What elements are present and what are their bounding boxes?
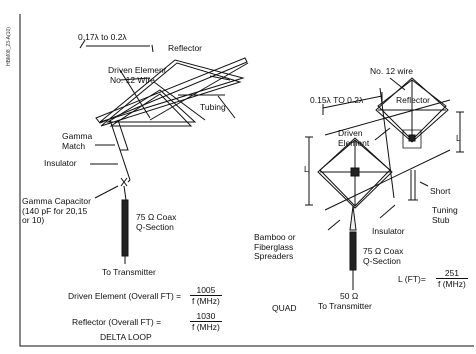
quad-wire-label: No. 12 wire <box>370 66 413 76</box>
quad-caption: QUAD <box>272 303 297 313</box>
delta-insulator-label: Insulator <box>44 158 77 168</box>
driven-denominator: f (MHz) <box>192 296 220 306</box>
delta-formula-reflector-label: Reflector (Overall FT) = <box>72 317 162 327</box>
figure-code: HBM08_23-A(10) <box>6 27 12 66</box>
quad-stub-line-1: Tuning <box>432 205 458 215</box>
quad-formula-fraction: 251 f (MHz) <box>436 268 468 289</box>
quad-L-right-label: L <box>456 133 461 143</box>
bamboo-line-3: Spreaders <box>254 251 294 261</box>
reflector-numerator: 1030 <box>190 311 222 322</box>
delta-formula-driven-label: Driven Element (Overall FT) = <box>68 291 182 301</box>
quad-driven-frame <box>317 137 393 209</box>
quad-denominator: f (MHz) <box>438 279 466 289</box>
delta-coax-line-2: Q-Section <box>136 221 174 232</box>
gamma-match-line-2: Match <box>62 140 86 151</box>
gamma-cap-line-2: (140 pF for 20,15 <box>22 205 88 216</box>
gamma-match-line-1: Gamma <box>62 131 93 141</box>
reflector-denominator: f (MHz) <box>192 322 220 332</box>
delta-to-transmitter-label: To Transmitter <box>102 267 156 277</box>
bamboo-line-1: Bamboo or <box>254 232 296 242</box>
delta-coax-label: 75 Ω Coax Q-Section <box>136 212 177 232</box>
quad-driven-label: Driven Element <box>338 128 370 148</box>
quad-reflector-frame <box>375 77 449 149</box>
delta-reflector-label: Reflector <box>168 43 203 53</box>
delta-gamma-capacitor-label: Gamma Capacitor (140 pF for 20,15 or 10) <box>22 196 91 226</box>
quad-numerator: 251 <box>436 268 468 279</box>
delta-formula-reflector-fraction: 1030 f (MHz) <box>190 311 222 332</box>
delta-spacing-label: 0.17λ to 0.2λ <box>78 32 127 42</box>
delta-driven-loop <box>106 89 197 127</box>
delta-mast <box>109 119 131 183</box>
quad-reflector-label: Reflector <box>396 95 431 105</box>
quad-insulator-label: Insulator <box>372 226 405 236</box>
gamma-cap-line-3: or 10) <box>22 215 45 225</box>
quad-spacing-label: 0.15λ TO 0.2λ <box>310 95 364 105</box>
quad-coax-line-1: 75 Ω Coax <box>363 246 404 256</box>
quad-driven-line-1: Driven <box>338 128 363 138</box>
quad-short-label: Short <box>430 186 451 196</box>
quad-bamboo-label: Bamboo or Fiberglass Spreaders <box>254 232 296 262</box>
delta-driven-label: Driven Element <box>108 65 167 75</box>
quad-stub-label: Tuning Stub <box>432 205 458 225</box>
gamma-cap-line-1: Gamma Capacitor <box>22 196 91 206</box>
quad-to-transmitter-label: To Transmitter <box>318 301 372 311</box>
quad-L-left-label: L <box>304 164 309 174</box>
bamboo-line-2: Fiberglass <box>254 241 294 252</box>
quad-formula-label: L (FT)= <box>398 274 426 284</box>
delta-coax-line-1: 75 Ω Coax <box>136 212 177 222</box>
quad-driven-line-2: Element <box>338 137 370 148</box>
quad-coax-line-2: Q-Section <box>363 255 401 266</box>
quad-stub-line-2: Stub <box>432 214 450 225</box>
delta-formula-driven-fraction: 1005 f (MHz) <box>190 285 222 306</box>
quad-ohm-label: 50 Ω <box>340 291 359 301</box>
delta-wire-label: No. 12 Wire <box>110 75 155 85</box>
delta-loop-caption: DELTA LOOP <box>100 332 152 342</box>
quad-coax-label: 75 Ω Coax Q-Section <box>363 246 404 266</box>
driven-numerator: 1005 <box>190 285 222 296</box>
delta-boom <box>95 57 249 124</box>
delta-tubing-label: Tubing <box>200 102 226 112</box>
delta-gamma-match-label: Gamma Match <box>62 131 93 151</box>
